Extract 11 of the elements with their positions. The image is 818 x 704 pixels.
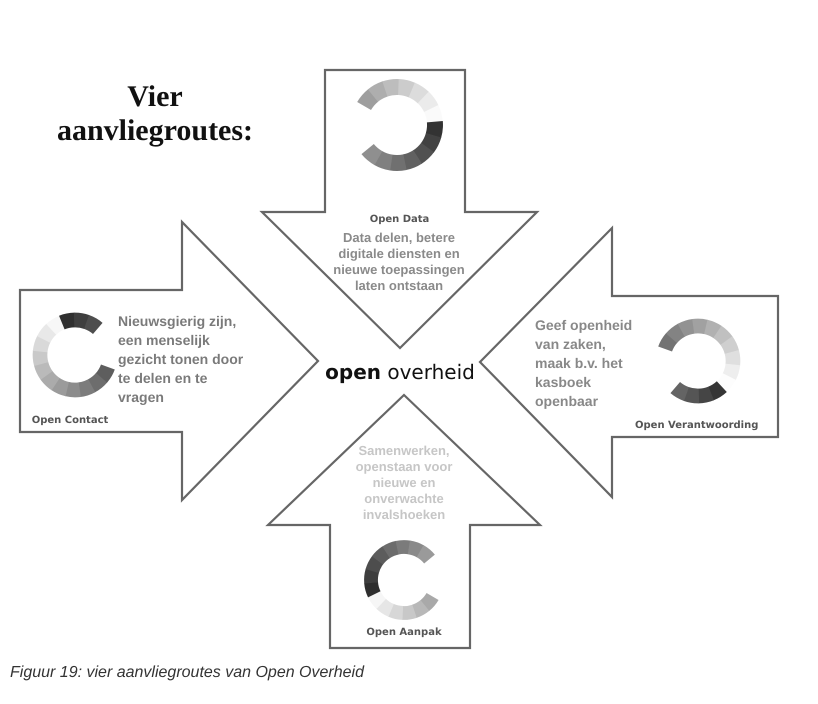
route-description: Geef openheid van zaken, maak b.v. het kasboek openbaar [535,316,634,411]
route-name: Open Verantwoording [635,420,755,431]
center-label: open overheid [316,356,484,388]
route-description: Samenwerken, openstaan voor nieuwe en onverwachte invalshoeken [354,443,454,523]
figure-caption: Figuur 19: vier aanvliegroutes van Open Overheid [10,664,364,682]
diagram-title: Vier aanvliegroutes: [56,80,254,148]
route-description: Data delen, betere digitale diensten en nieuwe toepassingen laten ontstaan [332,230,466,294]
route-name: Open Contact [30,415,110,426]
route-name: Open Data [368,214,430,225]
route-description: Nieuwsgierig zijn, een menselijk gezicht tonen door te delen en te vragen [118,312,244,407]
route-name: Open Aanpak [365,627,443,638]
